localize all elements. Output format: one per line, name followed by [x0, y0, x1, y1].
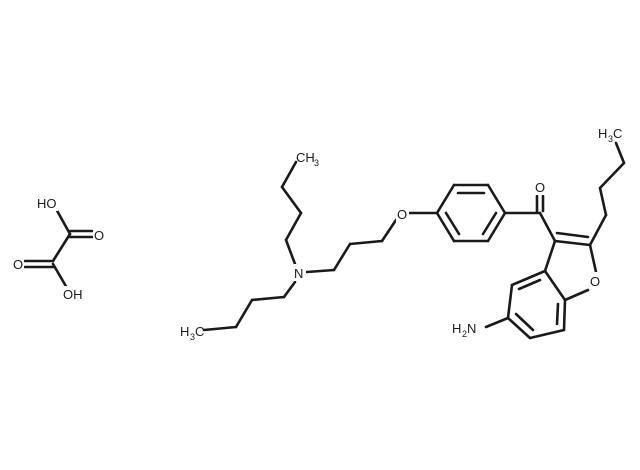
bond	[282, 280, 297, 299]
bond	[380, 218, 398, 243]
bond	[528, 328, 566, 340]
methyl-label: H	[180, 324, 189, 339]
bond	[598, 186, 608, 217]
bond	[435, 183, 456, 215]
methyl-label: C	[613, 126, 622, 141]
bond	[563, 288, 590, 302]
bond	[598, 161, 626, 190]
hydroxyl-label: OH	[63, 287, 83, 302]
bond	[284, 211, 303, 242]
phenyl-ring	[406, 183, 507, 243]
ketone	[503, 194, 557, 243]
bond	[486, 211, 507, 243]
methyl-label: H	[598, 126, 607, 141]
bond	[444, 211, 461, 236]
bond	[486, 183, 507, 215]
amine-label: N	[467, 321, 476, 336]
methyl-subscript: 3	[190, 332, 195, 342]
bond	[506, 283, 514, 320]
bond	[250, 295, 286, 302]
bond	[284, 238, 297, 266]
bond	[588, 243, 598, 274]
hydroxyl-label: HO	[37, 196, 57, 211]
bond	[517, 278, 542, 291]
amine-subscript: 2	[462, 329, 467, 339]
bond	[332, 242, 352, 272]
bond	[202, 325, 238, 332]
oxygen-label: O	[94, 228, 104, 243]
bond	[510, 269, 547, 287]
bond	[555, 231, 590, 239]
oxygen-label: O	[13, 257, 23, 272]
bond	[506, 316, 532, 340]
bond	[588, 213, 608, 247]
ketone-oxygen-label: O	[535, 180, 545, 195]
bond	[280, 160, 298, 189]
nitrogen-label: N	[294, 266, 303, 281]
bond	[435, 211, 456, 243]
bond	[484, 316, 510, 329]
bond	[553, 239, 592, 247]
methyl-subscript: 3	[608, 134, 613, 144]
bond	[234, 298, 254, 329]
ether-oxygen-label: O	[397, 207, 407, 222]
bond	[51, 232, 72, 263]
bond	[305, 268, 336, 274]
bond	[51, 262, 69, 290]
bond	[514, 312, 535, 332]
bond	[543, 269, 567, 302]
bond	[348, 239, 384, 246]
furan-oxygen-label: O	[590, 274, 600, 289]
amine-chain	[202, 160, 398, 332]
benzofuran	[484, 141, 626, 340]
bond	[614, 141, 626, 165]
bond	[538, 211, 557, 243]
oxalic-acid	[23, 205, 94, 290]
methyl-label: CH	[296, 150, 315, 165]
bond	[53, 205, 72, 236]
bond	[280, 185, 303, 215]
bond	[562, 298, 567, 332]
bond	[543, 239, 557, 273]
bond	[481, 211, 498, 236]
amine-label: H	[452, 321, 461, 336]
bond	[555, 302, 560, 326]
atom-labels: HO O O OH CH 3 N H 3 C O O H 3 C O H 2 N	[12, 126, 622, 342]
methyl-subscript: 3	[314, 158, 319, 168]
methyl-label: C	[195, 324, 204, 339]
